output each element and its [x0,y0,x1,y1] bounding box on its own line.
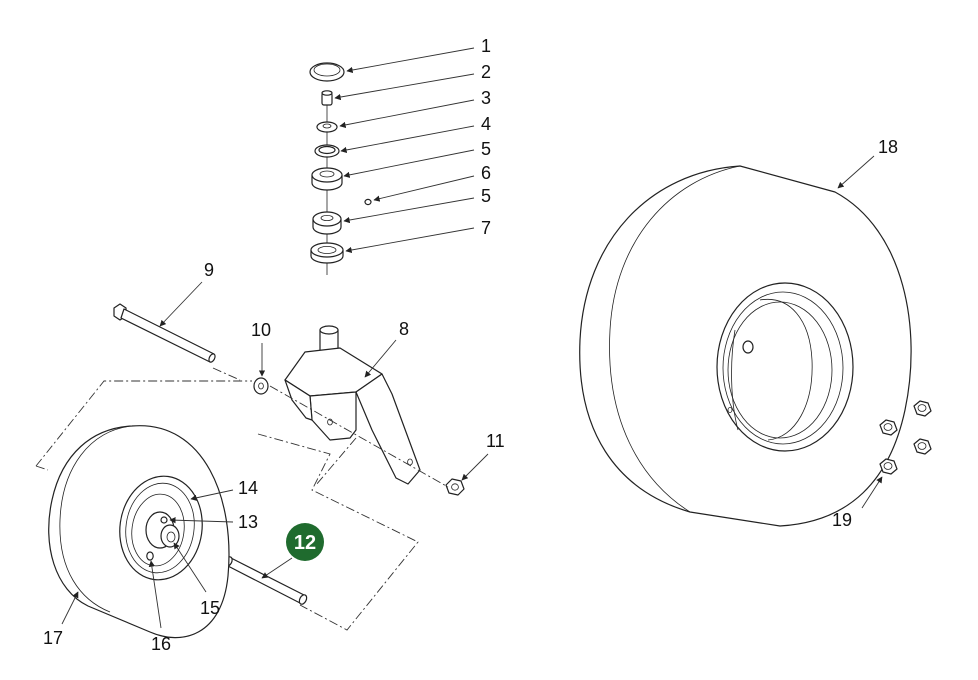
callout-8: 8 [399,319,409,339]
washer-10 [253,377,269,395]
callout-15: 15 [200,598,220,618]
bearing-upper [311,167,343,191]
axle-bolt [113,303,216,363]
callout-14: 14 [238,478,258,498]
rear-tire [579,165,912,527]
lug-nut [879,419,898,436]
washer-top [316,121,338,133]
seal [310,242,344,264]
cap-bolt [321,90,333,106]
callout-19: 19 [832,510,852,530]
callout-6: 6 [481,163,491,183]
callout-18: 18 [878,137,898,157]
leader-lines [61,47,883,629]
assembly-lines [35,367,449,631]
callout-10: 10 [251,320,271,340]
lug-nut [913,438,932,455]
callout-9: 9 [204,260,214,280]
callouts: 1 2 3 4 5 6 5 7 8 9 10 11 13 14 15 16 17… [43,36,898,654]
callout-3: 3 [481,88,491,108]
callout-13: 13 [238,512,258,532]
retaining-ring [314,144,340,158]
highlight-badge[interactable] [286,523,324,561]
callout-7: 7 [481,218,491,238]
callout-17: 17 [43,628,63,648]
callout-5-lower: 5 [481,186,491,206]
spacer-tube [224,556,308,605]
callout-16: 16 [151,634,171,654]
grease-fitting [364,198,372,206]
dust-cap [309,62,345,82]
callout-5-upper: 5 [481,139,491,159]
callout-2: 2 [481,62,491,82]
callout-1: 1 [481,36,491,56]
spindle-stack [309,62,372,275]
caster-wheel [48,425,230,639]
lock-nut-11 [445,478,465,496]
caster-fork [284,325,421,485]
lug-nut [913,400,932,417]
lug-nut [879,458,898,475]
lug-nuts [879,400,932,475]
callout-4: 4 [481,114,491,134]
highlight-callout-12[interactable]: 12 [286,523,324,561]
callout-11: 11 [486,431,505,451]
bearing-lower [312,211,342,235]
callout-12[interactable]: 12 [294,532,316,554]
